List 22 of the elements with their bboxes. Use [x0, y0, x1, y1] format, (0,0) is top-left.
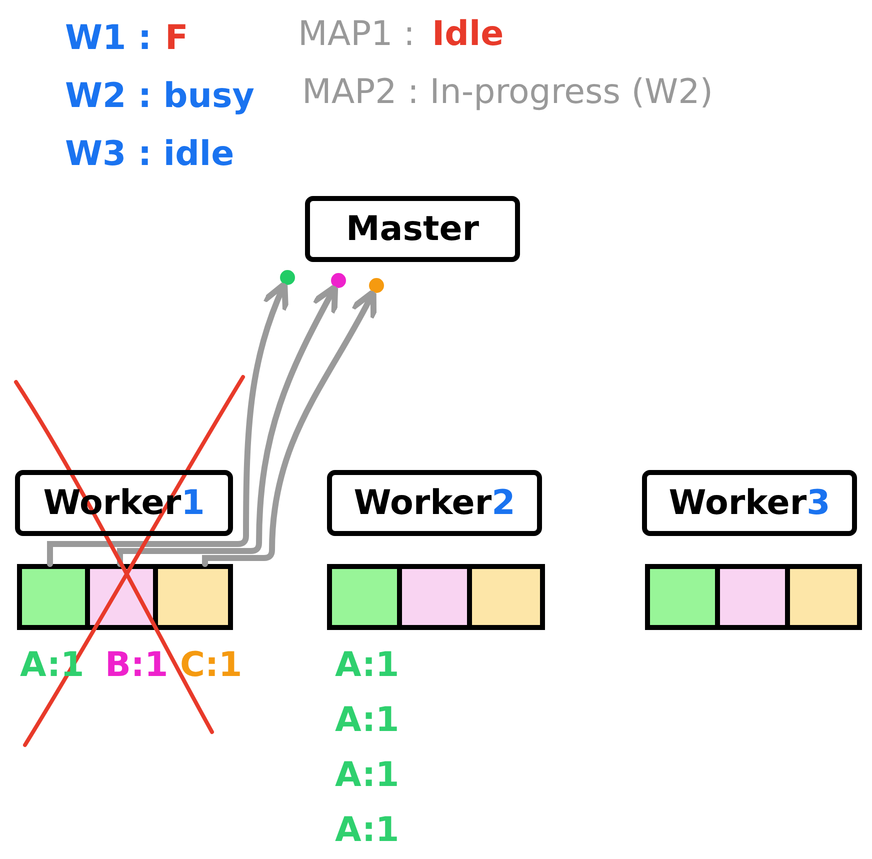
- count-label: C:1: [180, 645, 242, 685]
- arrow: [117, 284, 338, 567]
- status-label: MAP1 :: [298, 14, 415, 54]
- status-dot: [331, 273, 346, 288]
- count-label: A:1: [335, 700, 400, 740]
- worker-box: Worker3: [642, 470, 857, 536]
- count-label: A:1: [335, 755, 400, 795]
- worker-box: Worker2: [327, 470, 542, 536]
- status-dot: [369, 278, 384, 293]
- arrow: [202, 288, 376, 567]
- status-label: W1 :: [65, 18, 152, 58]
- count-label: A:1: [335, 810, 400, 850]
- status-label: W3 : idle: [65, 134, 234, 174]
- count-label: A:1: [335, 645, 400, 685]
- master-box: Master: [305, 196, 520, 262]
- arrow: [47, 280, 290, 567]
- count-label: B:1: [105, 645, 168, 685]
- status-dot: [280, 270, 295, 285]
- status-label: MAP2 : In-progress (W2): [302, 72, 714, 112]
- status-label: F: [165, 18, 188, 58]
- status-label: Idle: [432, 14, 504, 54]
- status-label: W2 : busy: [65, 76, 254, 116]
